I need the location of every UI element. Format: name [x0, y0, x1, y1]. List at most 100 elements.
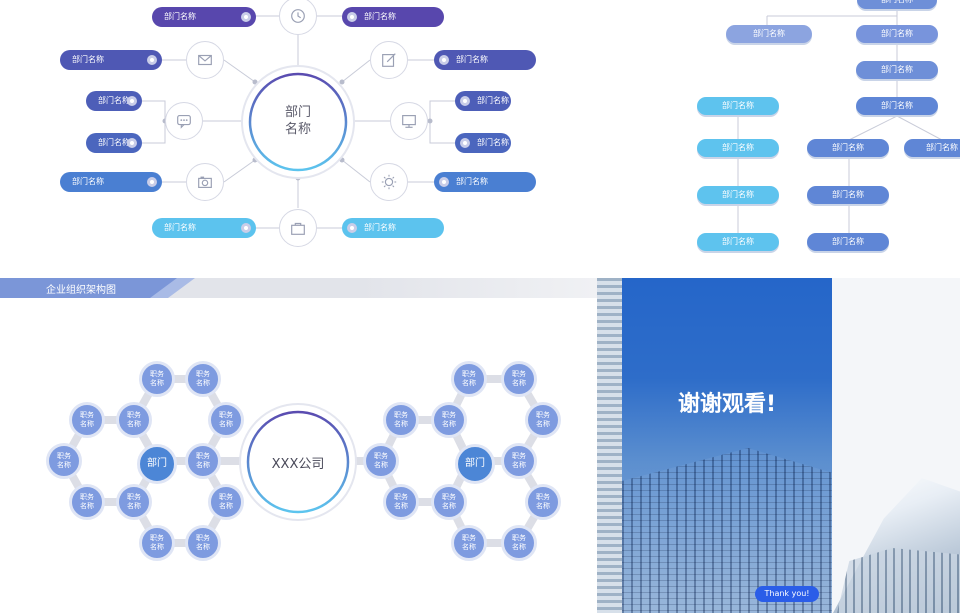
- card-building-texture: [622, 448, 832, 613]
- dept-pill-label: 部门名称: [164, 223, 196, 232]
- role-node: 职务名称: [363, 443, 399, 479]
- dept-pill-label: 部门名称: [98, 138, 130, 147]
- dept-pill-label: 部门名称: [364, 12, 396, 21]
- dept-pill-label: 部门名称: [456, 177, 488, 186]
- thank-you-button[interactable]: Thank you!: [755, 586, 819, 602]
- dept-pill-right-5: 部门名称: [434, 172, 536, 192]
- role-node-label: 职务名称: [394, 411, 408, 428]
- pill-dot-icon: [460, 138, 470, 148]
- pill-dot-icon: [460, 96, 470, 106]
- dept-hub-left: 部门: [137, 444, 177, 484]
- dept-pill-right-1: 部门名称: [342, 7, 444, 27]
- monitor-icon: [390, 102, 428, 140]
- camera-icon: [186, 163, 224, 201]
- dept-pill-label: 部门名称: [477, 138, 509, 147]
- radial-diagram-panel: 部门 名称 部门名称 部门名称 部门名称 部门名称 部门名称 部门名称: [0, 0, 600, 262]
- role-node-label: 职务名称: [442, 493, 456, 510]
- pill-dot-icon: [347, 12, 357, 22]
- radial-connectors: [142, 15, 455, 229]
- role-node-label: 职务名称: [394, 493, 408, 510]
- role-node-label: 职务名称: [80, 493, 94, 510]
- role-node: 职务名称: [451, 361, 487, 397]
- role-node-label: 职务名称: [219, 493, 233, 510]
- tree-chart-panel: 部门名称 部门名称 部门名称 部门名称 部门名称 部门名称 部门名称 部门名称 …: [620, 0, 960, 262]
- pill-dot-icon: [439, 55, 449, 65]
- hex-org-panel: 企业组织架构图 XXX公司 部门 部门 职务名称职务名称职务名称职务名称职务名称…: [0, 278, 597, 613]
- company-center-label: XXX公司: [271, 457, 325, 472]
- role-node: 职务名称: [69, 484, 105, 520]
- role-node-label: 职务名称: [462, 370, 476, 387]
- bag-icon: [279, 209, 317, 247]
- mail-icon: [186, 41, 224, 79]
- tree-node-l1-left: 部门名称: [726, 25, 812, 43]
- dept-pill-right-3: 部门名称: [455, 91, 511, 111]
- pill-dot-icon: [127, 138, 137, 148]
- role-node-label: 职务名称: [462, 534, 476, 551]
- role-node: 职务名称: [501, 525, 537, 561]
- dept-pill-left-4: 部门名称: [86, 133, 142, 153]
- role-node: 职务名称: [185, 361, 221, 397]
- pill-dot-icon: [147, 177, 157, 187]
- role-node-label: 职务名称: [442, 411, 456, 428]
- role-node-label: 职务名称: [196, 534, 210, 551]
- role-node-label: 职务名称: [127, 411, 141, 428]
- dept-pill-label: 部门名称: [72, 55, 104, 64]
- role-node: 职务名称: [139, 361, 175, 397]
- role-node: 职务名称: [525, 484, 561, 520]
- thanks-headline: 谢谢观看!: [677, 392, 777, 417]
- tree-node-c2-2: 部门名称: [807, 186, 889, 204]
- radial-center-label: 部门 名称: [258, 104, 338, 138]
- role-node: 职务名称: [208, 484, 244, 520]
- dept-pill-right-6: 部门名称: [342, 218, 444, 238]
- role-node: 职务名称: [139, 525, 175, 561]
- dept-pill-label: 部门名称: [164, 12, 196, 21]
- role-node-label: 职务名称: [536, 493, 550, 510]
- thanks-card: 谢谢观看!: [622, 278, 832, 613]
- pill-dot-icon: [147, 55, 157, 65]
- role-node: 职务名称: [383, 402, 419, 438]
- role-node: 职务名称: [431, 484, 467, 520]
- dept-hub-right: 部门: [455, 444, 495, 484]
- pill-dot-icon: [439, 177, 449, 187]
- role-node: 职务名称: [116, 402, 152, 438]
- role-node-label: 职务名称: [512, 370, 526, 387]
- dept-pill-label: 部门名称: [477, 96, 509, 105]
- dept-pill-label: 部门名称: [72, 177, 104, 186]
- role-node: 职务名称: [525, 402, 561, 438]
- role-node: 职务名称: [431, 402, 467, 438]
- building-right-grid: [837, 548, 960, 613]
- page-title: 企业组织架构图: [46, 285, 116, 296]
- dept-pill-left-1: 部门名称: [152, 7, 256, 27]
- dept-pill-label: 部门名称: [456, 55, 488, 64]
- title-bar: [0, 278, 190, 298]
- dept-pill-label: 部门名称: [98, 96, 130, 105]
- role-node: 职务名称: [46, 443, 82, 479]
- role-node: 职务名称: [501, 443, 537, 479]
- role-node-label: 职务名称: [196, 452, 210, 469]
- tree-node-l3-right: 部门名称: [856, 97, 938, 115]
- tree-node-c1-3: 部门名称: [697, 233, 779, 251]
- dept-pill-left-2: 部门名称: [60, 50, 162, 70]
- tree-node-c2-3: 部门名称: [807, 233, 889, 251]
- role-node-label: 职务名称: [219, 411, 233, 428]
- dept-pill-left-5: 部门名称: [60, 172, 162, 192]
- role-node-label: 职务名称: [80, 411, 94, 428]
- role-node-label: 职务名称: [150, 370, 164, 387]
- pill-dot-icon: [127, 96, 137, 106]
- role-node-label: 职务名称: [536, 411, 550, 428]
- role-node-label: 职务名称: [57, 452, 71, 469]
- role-node-label: 职务名称: [512, 452, 526, 469]
- tree-node-l3-left: 部门名称: [697, 97, 779, 115]
- tree-node-root: 部门名称: [857, 0, 937, 9]
- dept-pill-right-4: 部门名称: [455, 133, 511, 153]
- dept-pill-label: 部门名称: [364, 223, 396, 232]
- sun-icon: [370, 163, 408, 201]
- tree-node-l2: 部门名称: [856, 61, 938, 79]
- role-node-label: 职务名称: [196, 370, 210, 387]
- role-node-label: 职务名称: [127, 493, 141, 510]
- dept-pill-left-6: 部门名称: [152, 218, 256, 238]
- pill-dot-icon: [241, 12, 251, 22]
- role-node: 职务名称: [383, 484, 419, 520]
- tree-node-l1-right: 部门名称: [856, 25, 938, 43]
- radial-center-line1: 部门: [284, 105, 311, 120]
